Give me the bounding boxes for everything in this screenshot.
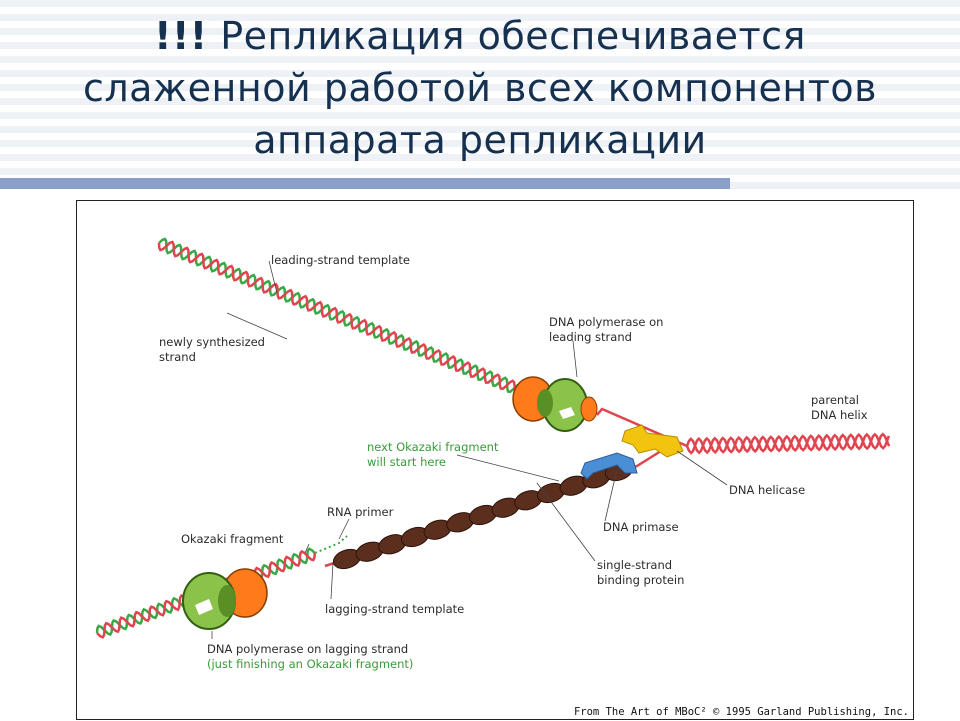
label-pol-leading-1: DNA polymerase on	[549, 315, 663, 329]
single-strand-binding-proteins	[332, 460, 634, 570]
label-primase: DNA primase	[603, 520, 679, 534]
slide-title: !!! Репликация обеспечивается слаженной …	[20, 10, 940, 166]
title-background	[0, 0, 960, 195]
title-underline-bar	[0, 178, 730, 189]
dna-helicase-shape	[621, 424, 684, 458]
leader-lines	[211, 260, 728, 639]
label-pol-leading-2: leading strand	[549, 330, 632, 344]
label-newly-synthesized-2: strand	[159, 350, 196, 364]
leading-template-line	[596, 407, 688, 448]
label-lagging-template: lagging-strand template	[325, 602, 464, 616]
label-parental-1: parental	[811, 393, 859, 407]
label-helicase: DNA helicase	[729, 483, 805, 497]
leading-daughter-helix	[158, 237, 526, 399]
title-line-3: аппарата репликации	[253, 118, 707, 162]
label-rna-primer: RNA primer	[327, 505, 394, 519]
label-leading-template: leading-strand template	[271, 253, 410, 267]
label-ssb-2: binding protein	[597, 573, 684, 587]
label-parental-2: DNA helix	[811, 408, 868, 422]
label-okazaki-fragment: Okazaki fragment	[181, 532, 284, 546]
title-line-1: Репликация обеспечивается	[220, 14, 806, 58]
replication-fork-figure: leading-strand template newly synthesize…	[76, 200, 914, 720]
label-ssb-1: single-strand	[597, 558, 672, 572]
parental-helix	[685, 432, 891, 455]
label-pol-lagging-2: (just finishing an Okazaki fragment)	[207, 657, 413, 671]
label-next-okazaki-2: will start here	[367, 455, 446, 469]
lagging-polymerase	[182, 568, 268, 630]
title-line-2: слаженной работой всех компонентов	[82, 66, 878, 110]
replication-fork-diagram: leading-strand template newly synthesize…	[95, 237, 909, 718]
figure-credit: From The Art of MBoC² © 1995 Garland Pub…	[574, 706, 909, 718]
dna-primase-shape	[580, 452, 638, 480]
label-next-okazaki-1: next Okazaki fragment	[367, 440, 499, 454]
title-prefix: !!!	[154, 14, 208, 58]
label-newly-synthesized-1: newly synthesized	[159, 335, 265, 349]
rna-primer-mark	[314, 535, 348, 554]
leading-daughter-helix	[157, 240, 530, 396]
label-pol-lagging-1: DNA polymerase on lagging strand	[207, 642, 408, 656]
leading-polymerase	[512, 376, 598, 432]
